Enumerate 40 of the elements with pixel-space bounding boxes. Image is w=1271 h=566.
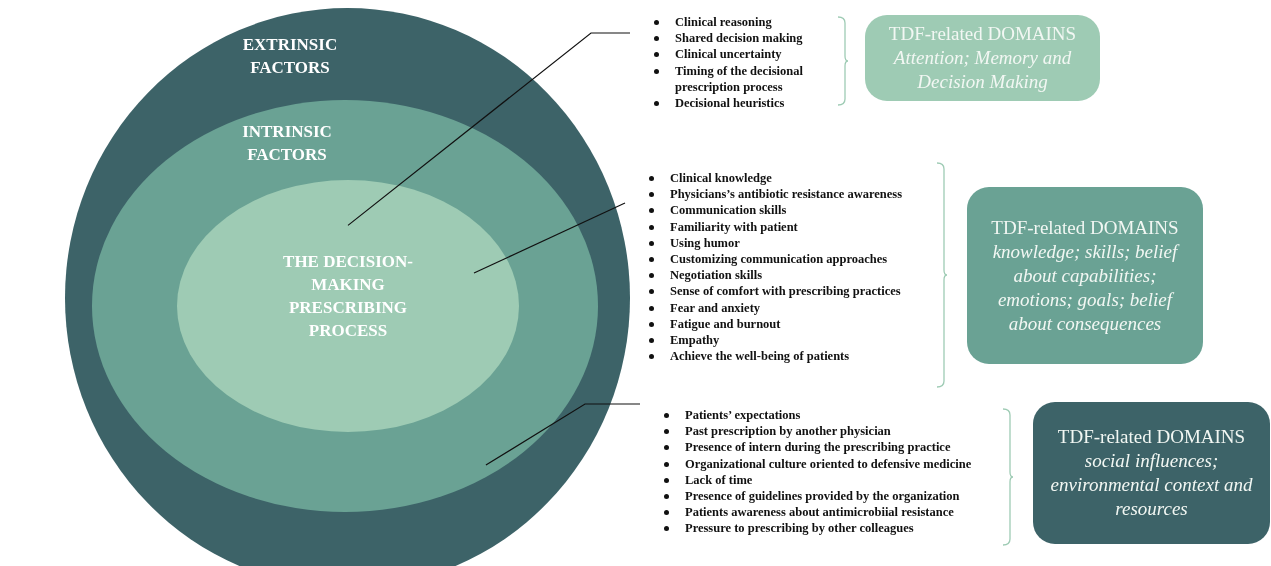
leader-line	[485, 403, 641, 466]
box-text: social influences; environmental context and resources	[1049, 449, 1254, 521]
circle-label: THE DECISION-MAKING PRESCRIBING PROCESS	[282, 251, 414, 342]
leader-line	[347, 32, 631, 226]
list-item: Sense of comfort with prescribing practices	[670, 284, 901, 299]
list-item: Negotiation skills	[670, 268, 763, 283]
list-item: Patients’ expectations	[685, 408, 801, 422]
leader-line	[473, 202, 626, 274]
list-item: Presence of guidelines provided by the organization	[685, 489, 960, 503]
list-item: Customizing communication approaches	[670, 252, 888, 266]
box-text: knowledge; skills; belief about capabilities; emotions; goals; belief about consequences	[991, 239, 1181, 336]
list-item: Familiarity with patient	[670, 219, 798, 234]
list-item: Empathy	[670, 333, 720, 348]
box-text: Attention; Memory and Decision Making	[892, 46, 1073, 94]
box-heading: TDF-related DOMAINS	[887, 22, 1078, 46]
list-item: Fear and anxiety	[670, 300, 761, 315]
list-item: Achieve the well-being of patients	[670, 349, 850, 364]
list-item: Past prescription by another physician	[685, 424, 891, 439]
list-item: Patients awareness about antimicrobiial resistance	[685, 505, 954, 520]
list-item: Clinical uncertainty	[675, 47, 782, 62]
list-item: Clinical knowledge	[670, 171, 772, 185]
list-item: Lack of time	[685, 472, 753, 487]
domain-box	[1033, 402, 1270, 544]
list-item: Clinical reasoning	[675, 15, 772, 29]
list-item: Using humor	[670, 235, 740, 250]
list-item: Shared decision making	[675, 31, 803, 46]
list-item: Timing of the decisional prescription process	[675, 63, 803, 94]
list-item: Organizational culture oriented to defensive medicine	[685, 456, 972, 471]
box-heading: TDF-related DOMAINS	[1056, 425, 1247, 449]
circle-label: INTRINSIC FACTORS	[241, 121, 333, 166]
box-heading: TDF-related DOMAINS	[990, 215, 1180, 240]
list-item: Pressure to prescribing by other colleagues	[685, 521, 914, 536]
domain-box	[967, 187, 1203, 364]
list-item: Fatigue and burnout	[670, 316, 781, 331]
list-item: Physicians’s antibiotic resistance awareness	[670, 187, 903, 202]
list-item: Decisional heuristics	[675, 96, 785, 110]
list-item: Communication skills	[670, 203, 787, 218]
domain-box	[865, 15, 1100, 101]
circle-label: EXTRINSIC FACTORS	[241, 34, 339, 79]
list-item: Presence of intern during the prescribing practice	[685, 440, 951, 455]
